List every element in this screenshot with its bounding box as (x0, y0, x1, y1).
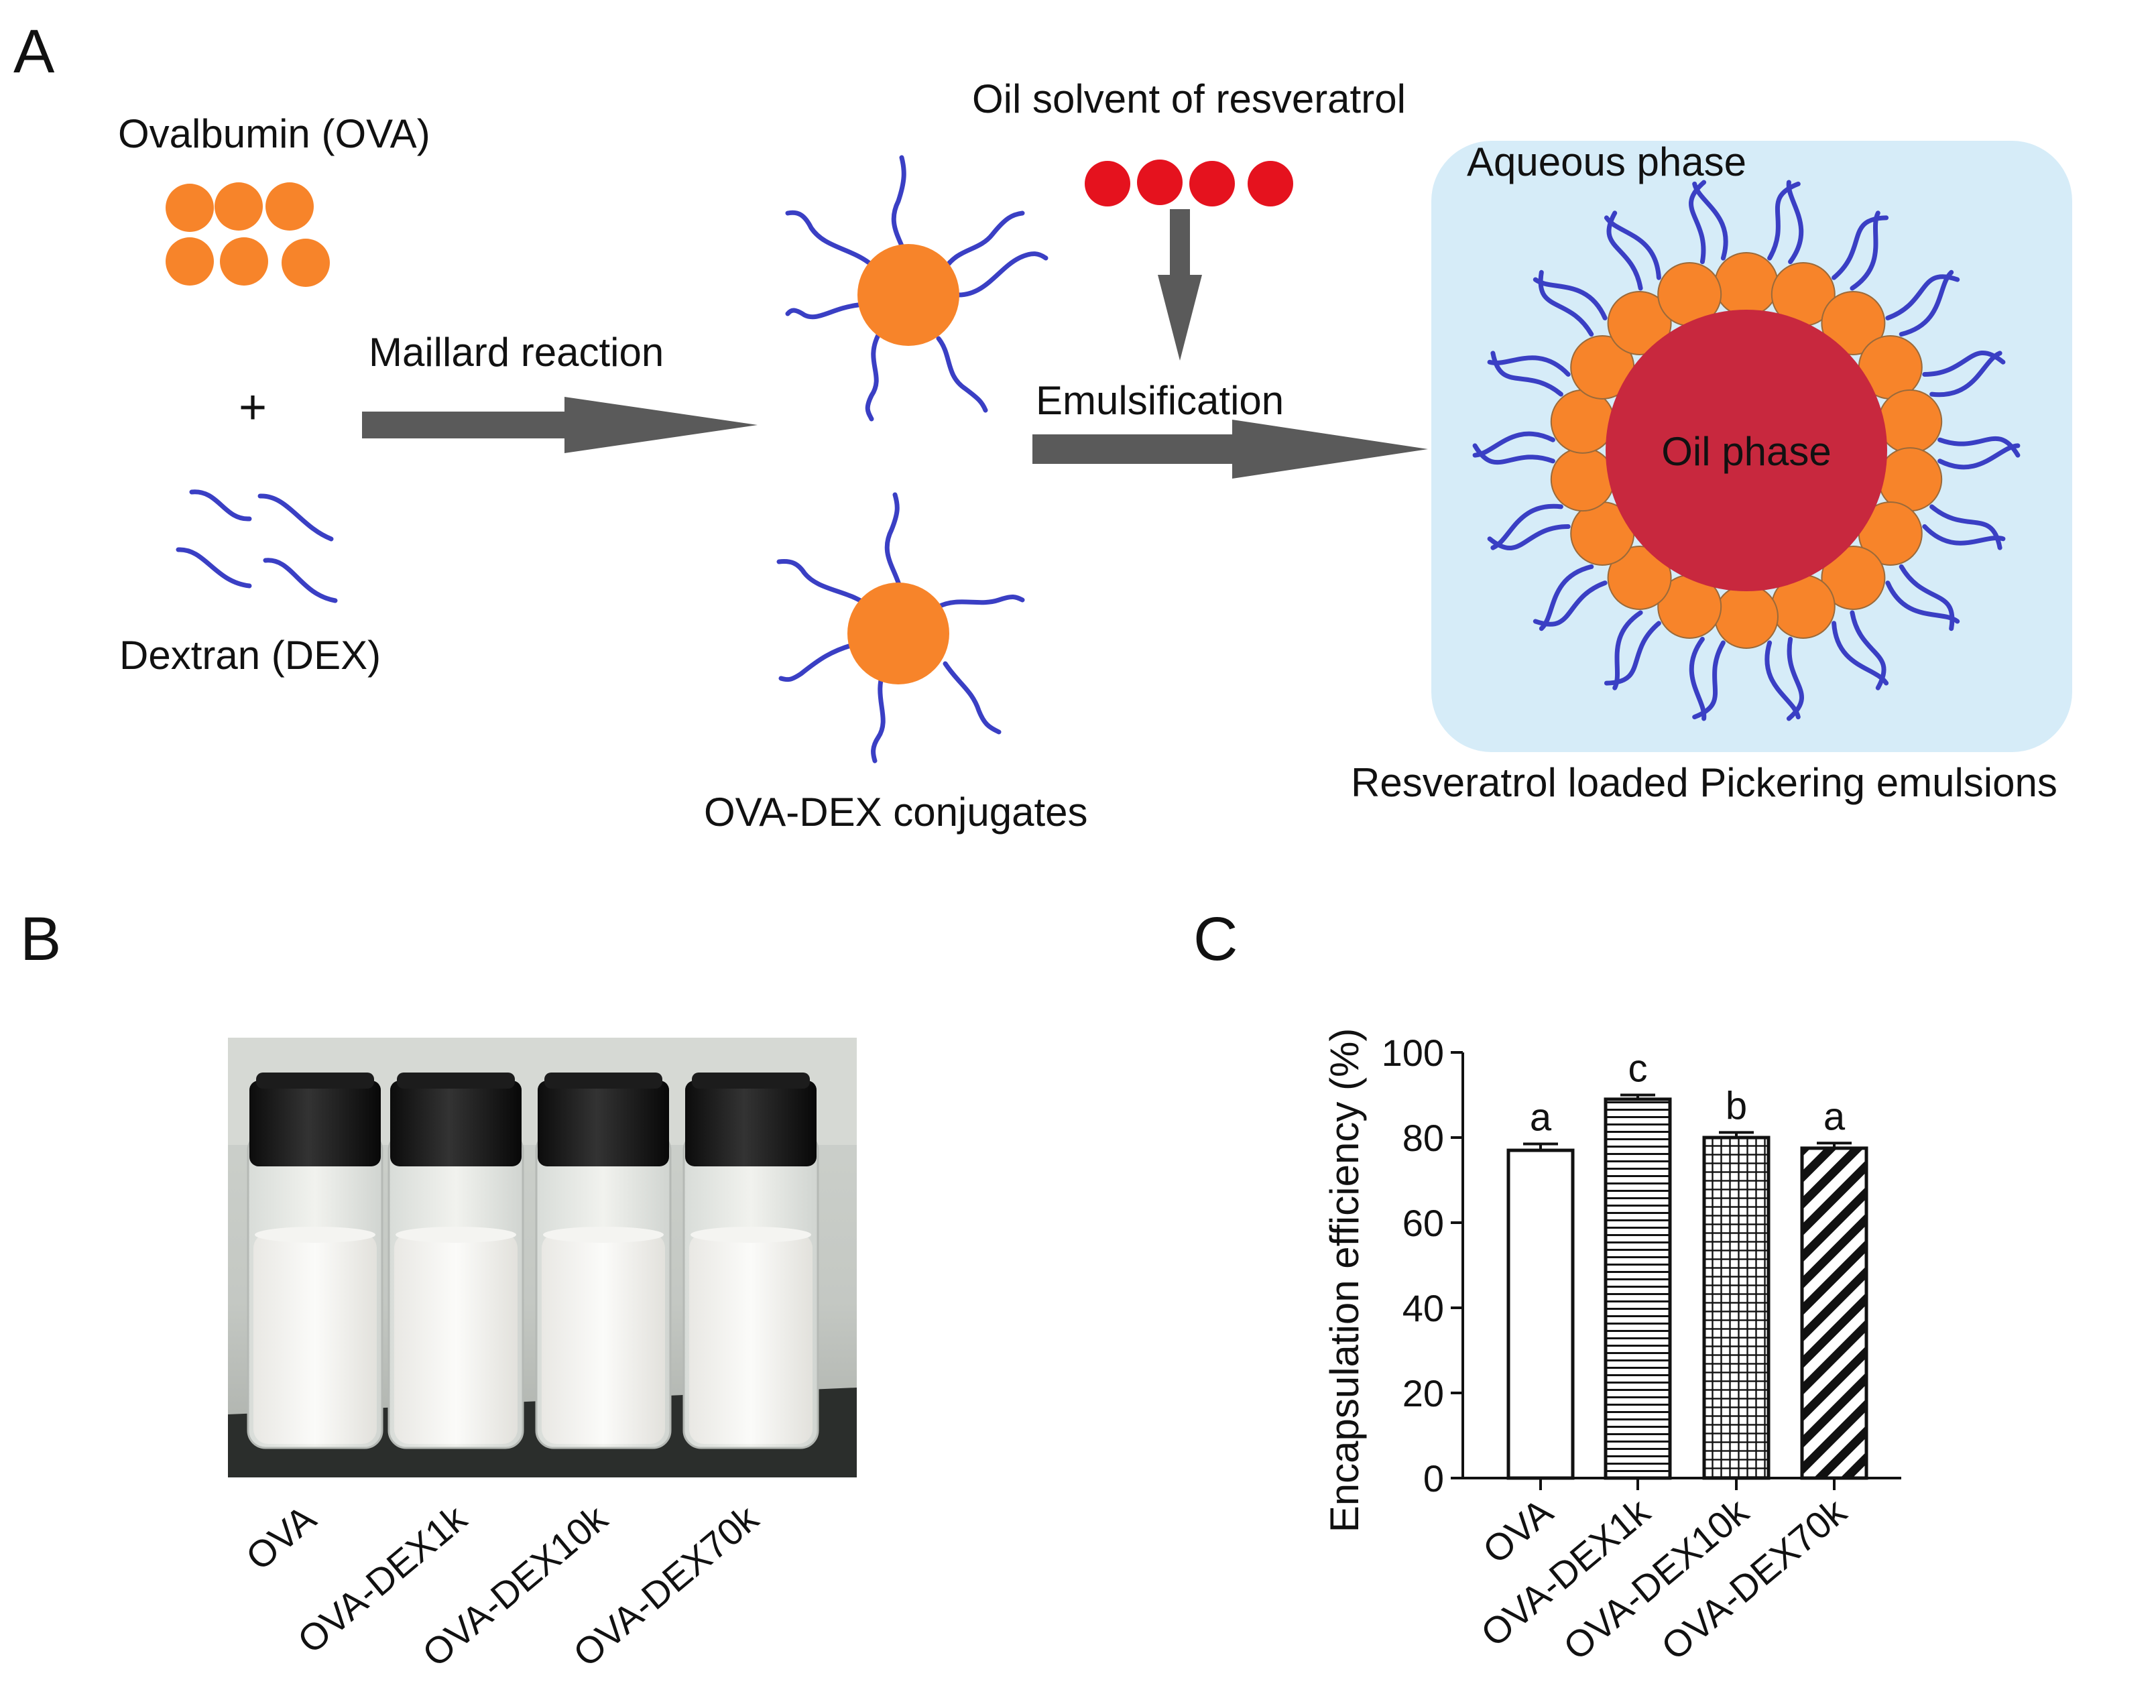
y-tick-label: 40 (1402, 1287, 1444, 1329)
panel-c-letter: C (1193, 905, 1238, 973)
dextran-label: Dextran (DEX) (119, 633, 381, 678)
bar (1604, 1097, 1672, 1480)
oil-solvent-label: Oil solvent of resveratrol (972, 76, 1406, 121)
emulsion-protein-particle (1714, 585, 1779, 649)
emulsion-dextran-chain (1937, 443, 2021, 470)
emulsion-dextran-chain (1533, 277, 1608, 320)
emulsion-dextran-chain (1786, 180, 1804, 264)
panel-a-letter: A (13, 17, 55, 86)
oil-phase-label: Oil phase (1661, 429, 1831, 474)
emulsion-label: Resveratrol loaded Pickering emulsions (1351, 760, 2057, 805)
significance-letter: c (1628, 1047, 1648, 1091)
encapsulation-chart: 020406080100aOVAcOVA-DEX1kbOVA-DEX10kaOV… (1382, 1032, 1901, 1668)
y-tick-label: 20 (1402, 1372, 1444, 1414)
emulsion-dextran-chain (1899, 269, 1954, 337)
down-arrow (1158, 209, 1202, 361)
significance-letter: b (1726, 1084, 1747, 1127)
emulsion-dextran-chain (1539, 564, 1594, 631)
y-tick-label: 60 (1402, 1202, 1444, 1244)
emulsion-dextran-chain (1764, 640, 1801, 720)
maillard-label: Maillard reaction (369, 330, 664, 375)
vial-label: OVA (238, 1497, 324, 1579)
vial (387, 1073, 524, 1449)
y-axis-title: Encapsulation efficiency (%) (1322, 1028, 1367, 1533)
bar (1702, 1136, 1771, 1480)
y-tick-label: 0 (1423, 1457, 1444, 1500)
vial-cap (685, 1081, 817, 1166)
emulsion-dextran-chain (1689, 180, 1707, 264)
emulsion-dextran-chain (1929, 351, 2002, 398)
ova-particles (166, 182, 330, 287)
panel-b-letter: B (20, 905, 61, 973)
significance-letter: a (1530, 1096, 1552, 1140)
emulsion-protein-particle (1607, 546, 1672, 610)
conjugates-label: OVA-DEX conjugates (704, 790, 1088, 835)
maillard-arrow (362, 397, 758, 453)
emulsion-dextran-chain (1850, 210, 1880, 291)
emulsification-arrow (1032, 420, 1428, 479)
vial-cap (538, 1081, 669, 1166)
emulsion-dextran-chain (1922, 524, 2006, 546)
bar (1506, 1148, 1575, 1480)
emulsion-protein-particle (1878, 447, 1943, 512)
oil-phase-droplet (1606, 310, 1887, 591)
emulsion-dextran-chain (1487, 355, 1571, 377)
emulsion-dextran-chain (1612, 610, 1643, 690)
vial-cap (249, 1081, 381, 1166)
significance-letter: a (1823, 1095, 1846, 1138)
panel-a: A Ovalbumin (OVA) + Dextran (DEX) Mailla… (13, 17, 2072, 835)
emulsification-label: Emulsification (1036, 378, 1284, 423)
conjugate-1 (785, 155, 1049, 422)
dextran-chains (176, 489, 338, 603)
emulsion-protein-particle (1878, 389, 1943, 454)
emulsion-dextran-chain (1885, 581, 1960, 624)
emulsion-protein-particle (1550, 447, 1615, 512)
emulsion-dextran-chains (1472, 180, 2021, 721)
vial-cap (390, 1081, 522, 1166)
emulsion-dextran-chain (1490, 503, 1563, 550)
vial (535, 1073, 672, 1449)
vial (682, 1073, 819, 1449)
y-tick-label: 80 (1402, 1117, 1444, 1159)
y-tick-label: 100 (1382, 1032, 1444, 1074)
emulsion-protein-particle (1714, 252, 1779, 316)
emulsion-dextran-chain (1832, 621, 1889, 686)
emulsion-protein-particle (1550, 389, 1615, 454)
emulsion-dextran-chain (1689, 637, 1707, 721)
emulsion-protein-particle (1607, 291, 1672, 355)
resveratrol-oil-drops (1085, 160, 1293, 206)
vial (247, 1073, 383, 1449)
emulsion-protein-particle (1821, 291, 1886, 355)
aqueous-phase-label: Aqueous phase (1467, 139, 1746, 184)
panel-c: C Encapsulation efficiency (%) 0 20 40 60 80… (1193, 905, 1901, 1668)
conjugate-2 (776, 492, 1025, 764)
emulsion-protein-particle (1821, 546, 1886, 610)
vials-photo (228, 1038, 857, 1477)
plus-sign: + (239, 381, 267, 434)
emulsion-dextran-chain (1472, 431, 1555, 458)
emulsion-protein-particles (1550, 252, 1943, 649)
bar (1800, 1146, 1868, 1480)
emulsion-dextran-chain (1604, 215, 1661, 280)
ova-label: Ovalbumin (OVA) (118, 111, 430, 156)
